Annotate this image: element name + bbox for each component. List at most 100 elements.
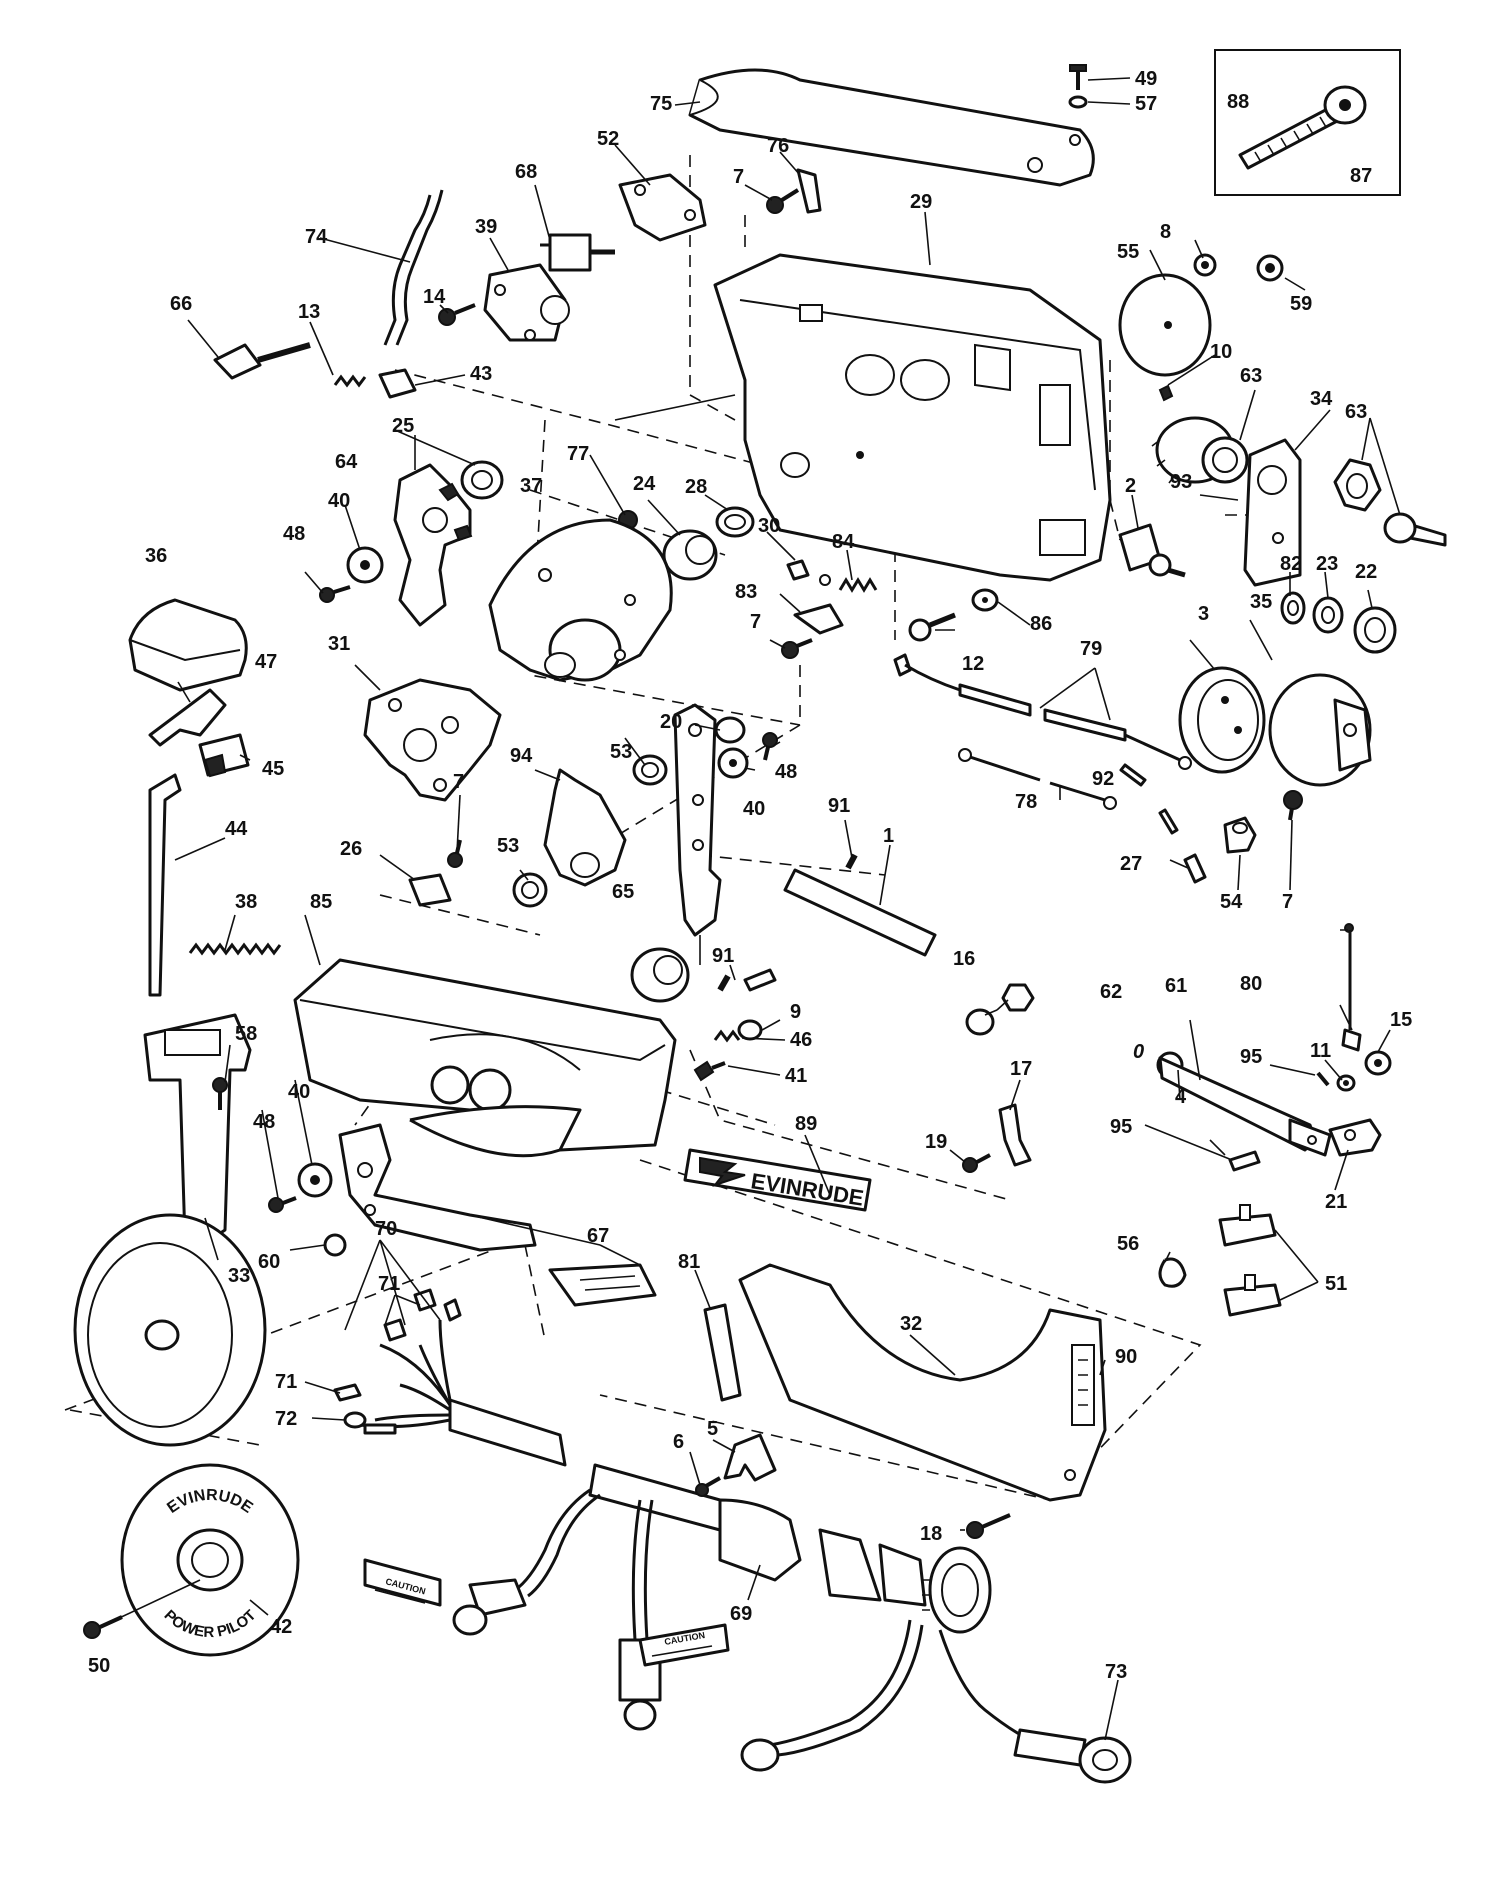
bracket-52 [618,173,707,242]
screw-48-right [762,732,778,761]
bushing-24 [662,529,718,581]
screw-58 [212,1077,228,1110]
lever-94 [543,768,627,887]
label-40-right: 40 [743,798,765,820]
screw-18 [966,1513,1011,1539]
spring-38 [188,942,282,956]
label-95-upper: 95 [1240,1046,1262,1068]
label-89: 89 [795,1113,817,1135]
bushing-22 [1353,606,1397,654]
label-32: 32 [900,1313,922,1335]
label-58: 58 [235,1023,257,1045]
label-45: 45 [262,758,284,780]
label-64: 64 [335,451,358,473]
switch-35 [1268,673,1372,787]
label-7-left: 7 [453,771,464,793]
label-33: 33 [228,1265,250,1287]
screw-41 [693,1060,726,1082]
label-42: 42 [270,1616,292,1638]
bezel-nut-63 [1333,458,1382,512]
bushing-53-upper [632,754,668,786]
label-49: 49 [1135,68,1157,90]
label-43: 43 [470,363,492,385]
nut-59 [1256,254,1284,282]
pin-95-upper [1316,1071,1330,1087]
label-53-upper: 53 [610,741,632,763]
label-91-upper: 91 [828,795,850,817]
grommet-54 [1223,816,1257,854]
label-21: 21 [1325,1191,1347,1213]
label-68: 68 [515,161,537,183]
label-23: 23 [1316,553,1338,575]
washer-57 [1068,95,1088,109]
label-61: 61 [1165,975,1187,997]
label-46: 46 [790,1029,812,1051]
label-17: 17 [1010,1058,1032,1080]
screw-7-mid [781,638,813,659]
label-60: 60 [258,1251,280,1273]
label-20: 20 [660,711,682,733]
control-wheel [73,1213,267,1447]
toggle-switch-2 [1118,523,1186,578]
gauge-3 [1178,666,1266,774]
screw-6 [695,1476,721,1497]
label-56: 56 [1117,1233,1139,1255]
label-30: 30 [758,515,780,537]
label-40-upper: 40 [328,490,350,512]
bushing-25 [460,460,504,500]
plug-9 [737,1019,763,1041]
label-84: 84 [832,531,855,553]
wire-harness-69 [448,1398,992,1634]
cap-36 [128,598,248,692]
label-55: 55 [1117,241,1139,263]
label-63-nut: 63 [1345,401,1367,423]
washer-82 [1280,591,1306,625]
pins-92 [1119,763,1179,835]
label-62-o: 0 [1133,1041,1144,1063]
terminal-72 [343,1411,397,1435]
label-81: 81 [678,1251,700,1273]
label-71-upper: 71 [378,1273,400,1295]
label-85: 85 [310,891,332,913]
wire-78 [958,748,1117,810]
rod-80 [1341,923,1362,1052]
spacer-60 [323,1233,347,1257]
harness-79 [893,653,1192,770]
nut-15 [1364,1050,1392,1076]
decal-67 [548,1263,657,1307]
label-78: 78 [1015,791,1037,813]
label-5: 5 [707,1418,718,1440]
wheel-cover-42: EVINRUDE POWER PILOT [120,1463,300,1657]
lower-housing-85 [293,958,677,1158]
label-16: 16 [953,948,975,970]
label-95-lower: 95 [1110,1116,1132,1138]
label-72: 72 [275,1408,297,1430]
shaft-61 [1156,1051,1332,1157]
rod-44 [148,773,182,997]
caution-decal-left: CAUTION [363,1558,442,1607]
label-91-lower: 91 [712,945,734,967]
label-70: 70 [375,1218,397,1240]
caution-decal-mid: CAUTION [638,1623,730,1667]
washer-86 [971,588,999,612]
ignition-key [1383,512,1447,547]
strip-47 [148,688,227,747]
washer-40-right [717,747,749,779]
block-43 [378,368,417,399]
shift-lever-64 [393,463,473,627]
label-18: 18 [920,1523,942,1545]
label-9: 9 [790,1001,801,1023]
nut-23 [1312,596,1344,634]
label-44: 44 [225,818,248,840]
pin-91-lower [717,974,731,992]
label-26: 26 [340,838,362,860]
screw-14 [438,303,476,326]
label-69: 69 [730,1603,752,1625]
terminals-71 [333,1288,462,1402]
label-3: 3 [1198,603,1209,625]
label-10: 10 [1210,341,1232,363]
clip-56 [1158,1257,1187,1288]
battery-cables [452,1488,1132,1784]
washer-40-lower [297,1162,333,1198]
